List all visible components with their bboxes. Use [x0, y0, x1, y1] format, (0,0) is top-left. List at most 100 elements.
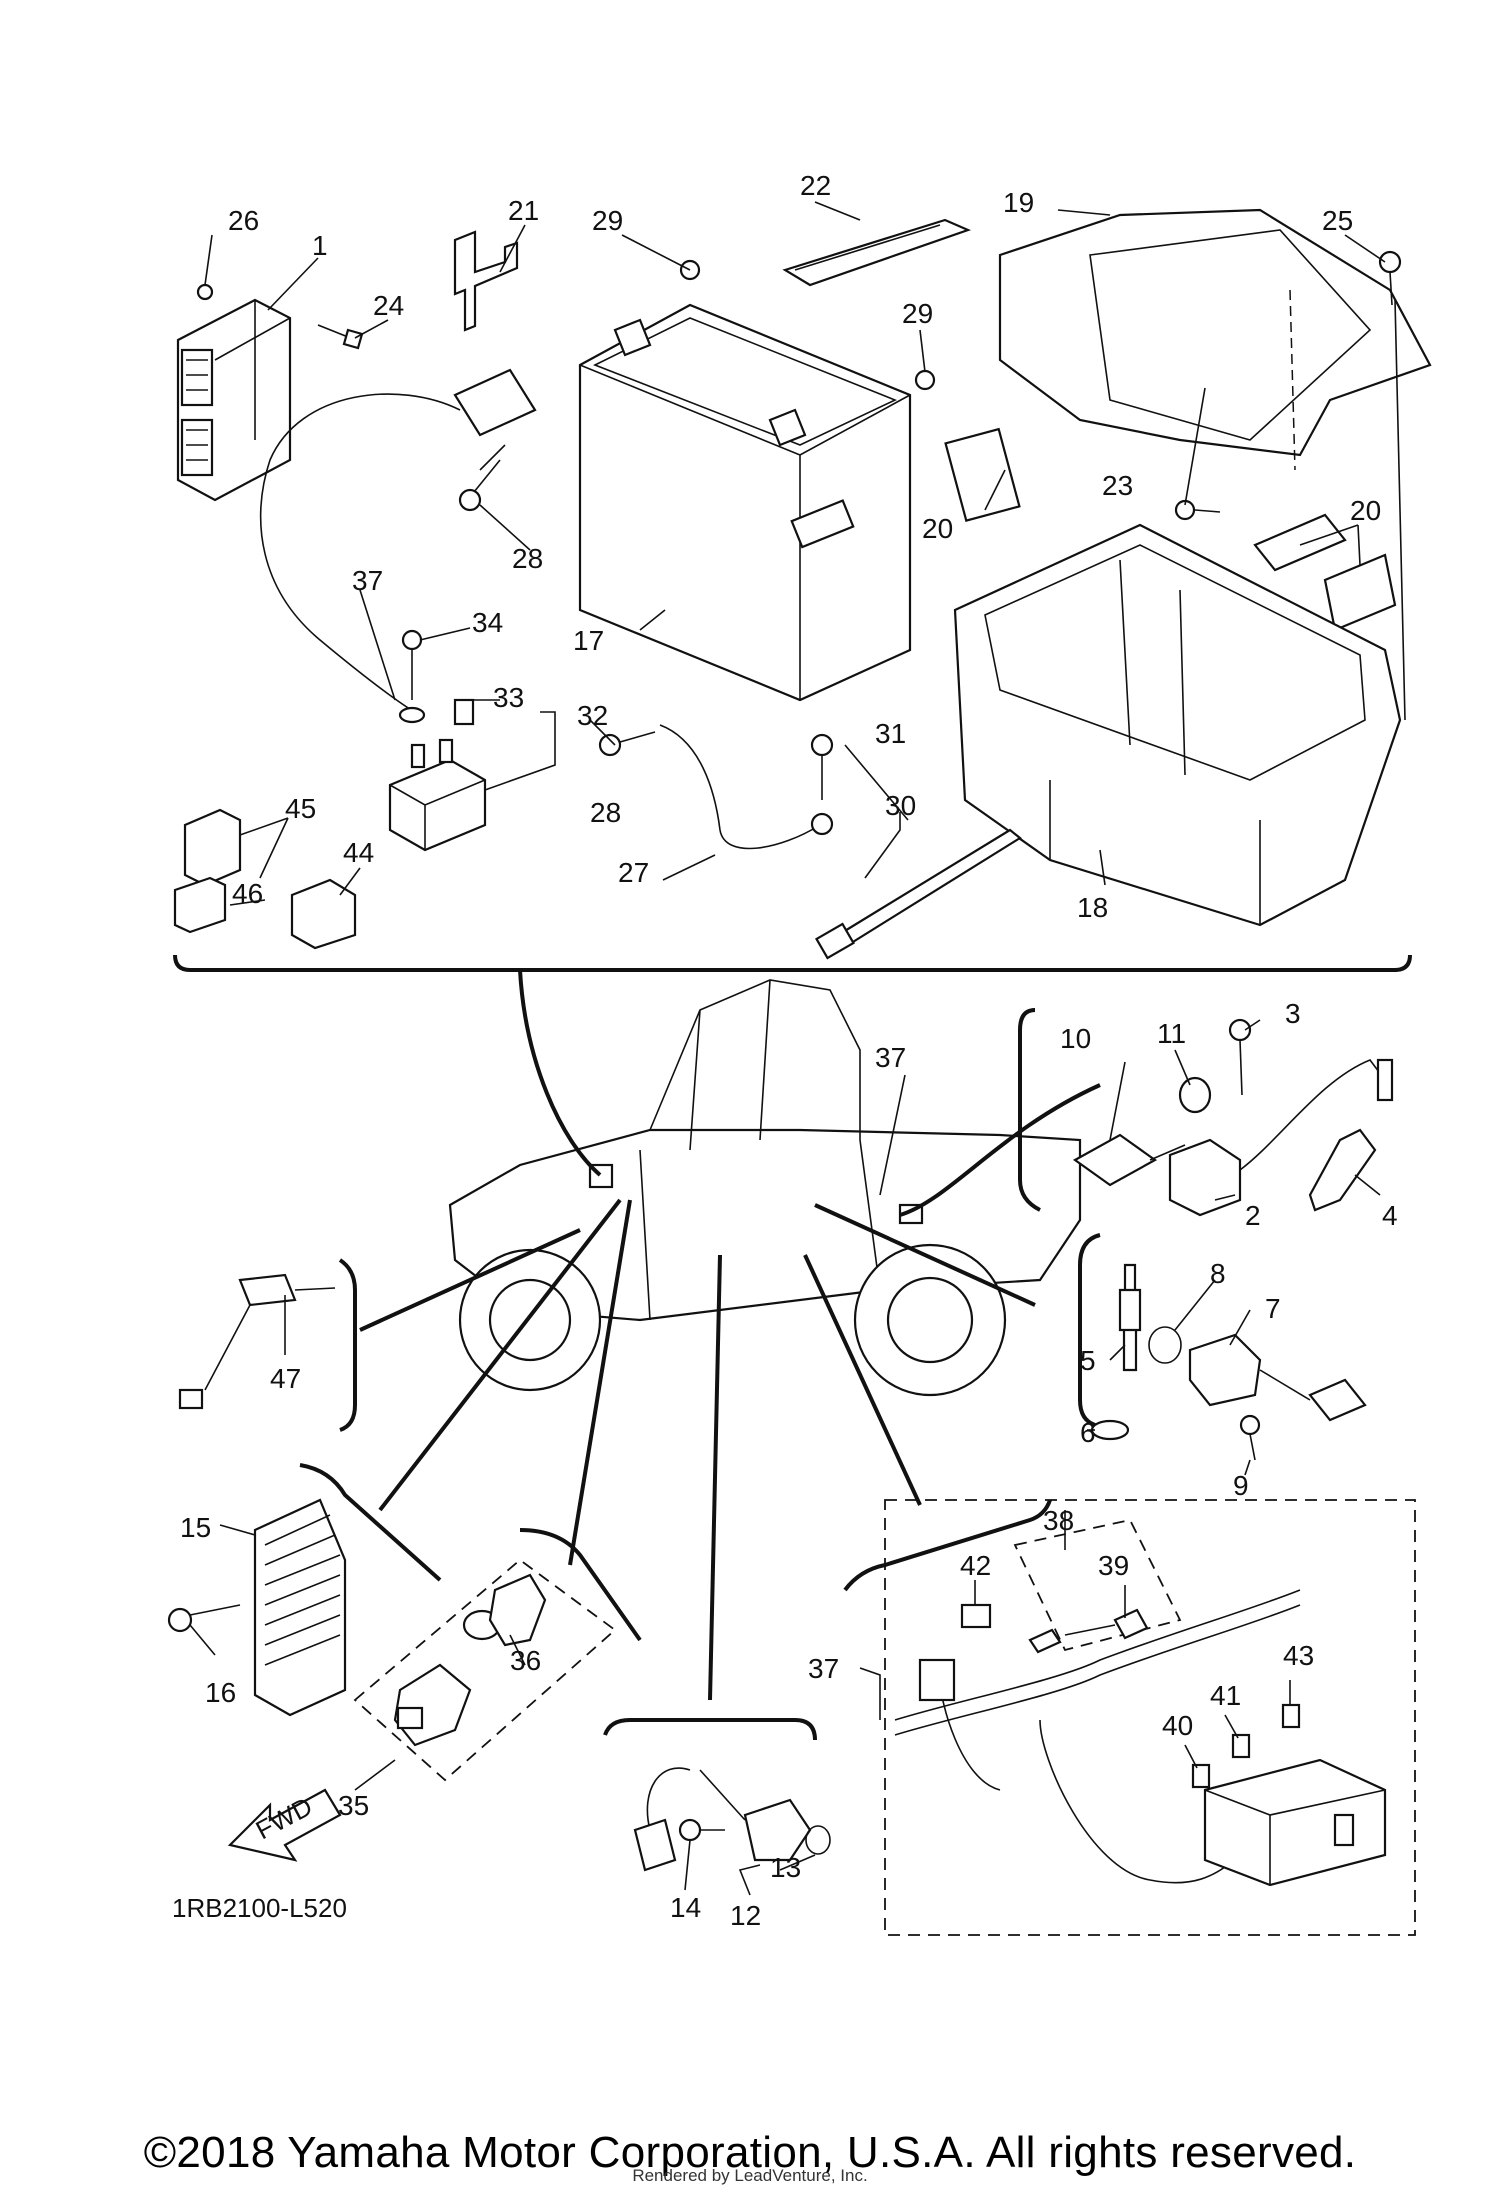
callout-26: 26: [228, 205, 259, 236]
callout-11: 11: [1157, 1018, 1186, 1049]
callout-35: 35: [338, 1790, 369, 1821]
callout-13: 13: [770, 1852, 801, 1883]
fuse-cover-46: [173, 876, 227, 934]
callout-37b: 37: [875, 1042, 906, 1073]
callout-37a: 37: [352, 565, 383, 596]
callout-34: 34: [472, 607, 503, 638]
fuse-holder-44: [290, 878, 357, 950]
callout-3: 3: [1285, 998, 1301, 1029]
sensor-47-group: [178, 1258, 357, 1432]
fuse-43: [1281, 1703, 1301, 1729]
ground-cable-27: [659, 724, 821, 850]
pad-20c: [1323, 553, 1397, 632]
bolt-31: [810, 733, 834, 800]
rectifier-group: [167, 1463, 442, 1717]
nut-26: [196, 283, 214, 301]
harness-37: [894, 1589, 1301, 1721]
strap-22: [782, 218, 972, 287]
callout-8: 8: [1210, 1258, 1226, 1289]
callout-19: 19: [1003, 187, 1034, 218]
callout-38: 38: [1043, 1505, 1074, 1536]
top-section-bracket: [173, 954, 1412, 972]
callout-18: 18: [1077, 892, 1108, 923]
cable-tie-30: [815, 828, 1022, 960]
starter-relay-32: [388, 738, 487, 852]
callout-41: 41: [1210, 1680, 1241, 1711]
callout-32: 32: [577, 700, 608, 731]
callout-15: 15: [180, 1512, 211, 1543]
fuse-40: [1191, 1763, 1211, 1789]
bolt-23: [1174, 499, 1221, 521]
speed-sensor-12: [743, 1798, 812, 1862]
nut-29b: [914, 369, 936, 391]
callout-12: 12: [730, 1900, 761, 1931]
callout-4: 4: [1382, 1200, 1398, 1231]
connector-42: [960, 1603, 992, 1629]
callout-29a: 29: [592, 205, 623, 236]
callout-36: 36: [510, 1645, 541, 1676]
harness-group: [843, 1499, 1416, 1936]
callout-43: 43: [1283, 1640, 1314, 1671]
fuse-box-45: [183, 808, 242, 887]
bolt-28b: [598, 731, 656, 757]
top-assembly-group: [173, 208, 1432, 972]
callout-2: 2: [1245, 1200, 1261, 1231]
o-ring-13: [805, 1825, 831, 1855]
sensor-47: [238, 1273, 297, 1307]
ignition-group: [1018, 1008, 1394, 1217]
switch-group: [353, 1528, 642, 1782]
callout-42: 42: [960, 1550, 991, 1581]
cap-36: [488, 1573, 547, 1647]
spark-plug-group: [1078, 1233, 1367, 1461]
callout-29b: 29: [902, 298, 933, 329]
washer-11: [1178, 1076, 1212, 1114]
fuse-box: [1203, 1758, 1387, 1887]
callout-40: 40: [1162, 1710, 1193, 1741]
sensor-7: [1188, 1333, 1262, 1407]
battery-17: [578, 303, 912, 702]
callout-23: 23: [1102, 470, 1133, 501]
bolt-9: [1239, 1414, 1261, 1461]
bolt-34: [398, 629, 426, 724]
fuse-41: [1231, 1733, 1251, 1759]
bolt-14: [678, 1818, 725, 1842]
ignition-coil-2: [1168, 1138, 1242, 1217]
gasket-6: [1090, 1419, 1130, 1441]
spark-cap-4: [1308, 1128, 1377, 1212]
screw-25: [1378, 250, 1406, 721]
callout-25: 25: [1322, 205, 1353, 236]
callout-5: 5: [1080, 1345, 1096, 1376]
callout-47: 47: [270, 1363, 301, 1394]
bolt-16: [167, 1604, 241, 1633]
callout-37c: 37: [808, 1653, 839, 1684]
callout-33: 33: [493, 682, 524, 713]
vehicle-illustration: [359, 969, 1101, 1701]
ecu-unit: [176, 298, 292, 502]
callout-27: 27: [618, 857, 649, 888]
cable-main: [259, 393, 461, 716]
clip-21: [453, 230, 519, 332]
bolt-3: [1228, 1018, 1252, 1096]
leader-lines: [189, 201, 1386, 1896]
callout-21: 21: [508, 195, 539, 226]
fuse-33: [453, 698, 475, 726]
callout-20b: 20: [922, 513, 953, 544]
callout-6: 6: [1080, 1417, 1096, 1448]
callout-39: 39: [1098, 1550, 1129, 1581]
diagram-code: 1RB2100-L520: [172, 1893, 347, 1923]
pad-20b: [1253, 513, 1347, 572]
callout-9: 9: [1233, 1470, 1249, 1501]
bolt-24: [317, 324, 364, 350]
fwd-arrow: FWD: [227, 1788, 342, 1862]
callout-1: 1: [312, 230, 328, 261]
callout-28b: 28: [590, 797, 621, 828]
box-cover-19: [998, 208, 1432, 471]
callout-17: 17: [573, 625, 604, 656]
callout-24: 24: [373, 290, 404, 321]
callout-45: 45: [285, 793, 316, 824]
callout-31: 31: [875, 718, 906, 749]
speed-sensor-group: [603, 1718, 831, 1872]
sensor-10: [1072, 1133, 1158, 1187]
callout-7: 7: [1265, 1293, 1281, 1324]
